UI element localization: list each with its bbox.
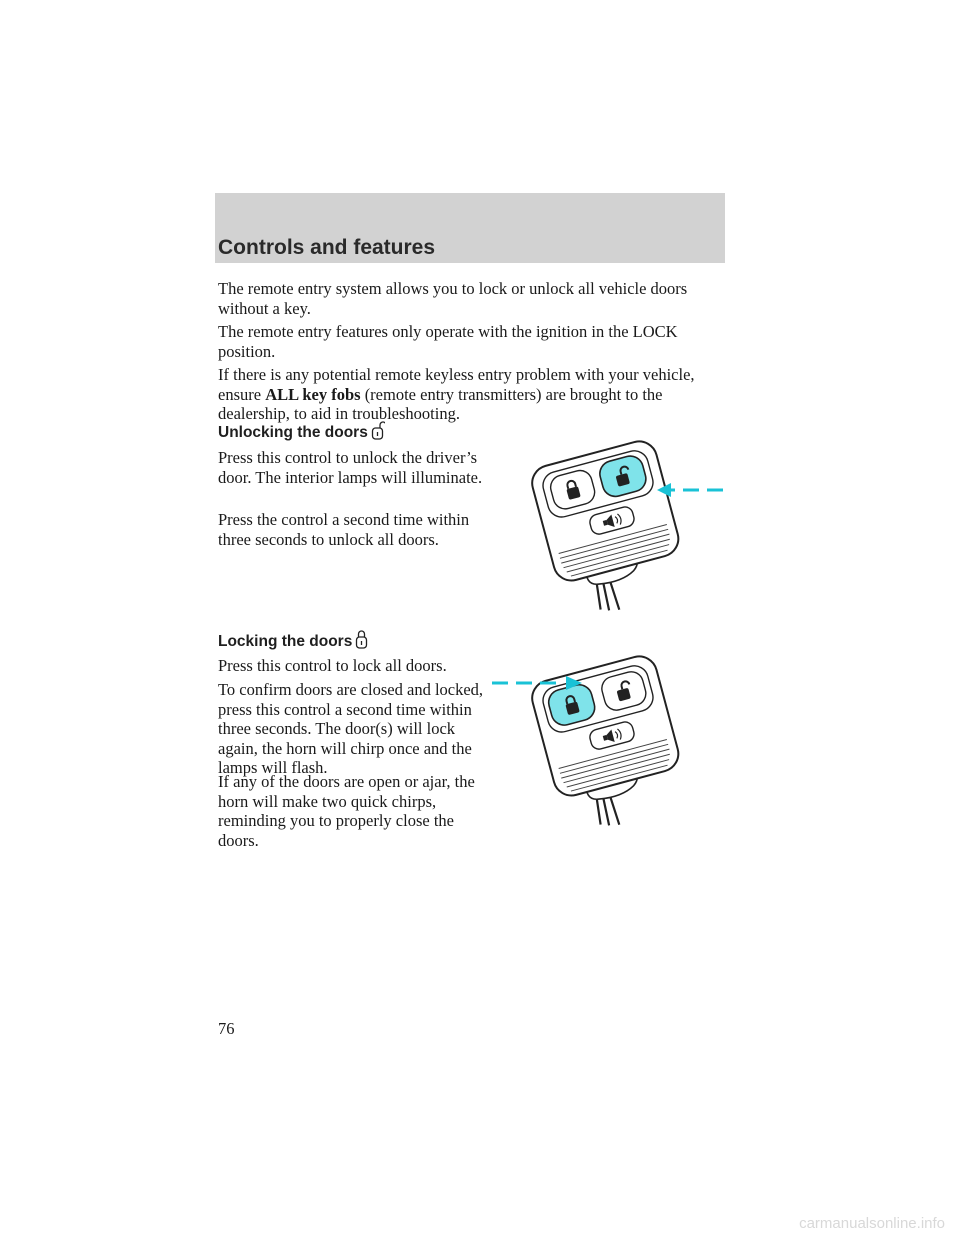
fob-unlock-button-icon xyxy=(616,465,630,487)
keyfob-lock-illustration xyxy=(492,655,680,826)
key-fobs-emphasis: ALL key fobs xyxy=(265,384,361,404)
fob-panic-button-icon xyxy=(602,513,622,528)
fob-unlock-button-icon xyxy=(617,680,631,702)
fob-lock-button-icon xyxy=(565,695,580,715)
lock-icon xyxy=(356,630,368,649)
fob-panic-button-icon xyxy=(602,728,622,743)
page-number: 76 xyxy=(218,1019,235,1038)
lock-paragraph-3: If any of the doors are open or ajar, th… xyxy=(218,772,475,850)
intro-paragraph-2: The remote entry features only operate w… xyxy=(218,322,678,361)
pointer-arrowhead xyxy=(566,676,582,690)
intro-paragraph-1: The remote entry system allows you to lo… xyxy=(218,279,688,318)
keyfob-unlock-illustration xyxy=(531,440,723,611)
unlock-paragraph-2: Press the control a second time within t… xyxy=(218,510,470,549)
lock-heading: Locking the doors xyxy=(218,630,369,651)
lock-paragraph-1: Press this control to lock all doors. xyxy=(218,656,447,675)
header-band xyxy=(215,193,725,263)
footer-watermark: carmanualsonline.info xyxy=(799,1215,945,1232)
fob-lock-button-icon xyxy=(566,479,581,500)
intro-paragraph-3: If there is any potential remote keyless… xyxy=(218,365,695,423)
lock-paragraph-2: To confirm doors are closed and locked, … xyxy=(218,680,484,777)
unlock-heading: Unlocking the doors xyxy=(218,421,385,442)
section-title: Controls and features xyxy=(218,236,436,259)
pointer-arrowhead xyxy=(657,483,671,497)
unlock-paragraph-1: Press this control to unlock the driver’… xyxy=(218,448,483,487)
unlock-icon xyxy=(371,421,385,440)
